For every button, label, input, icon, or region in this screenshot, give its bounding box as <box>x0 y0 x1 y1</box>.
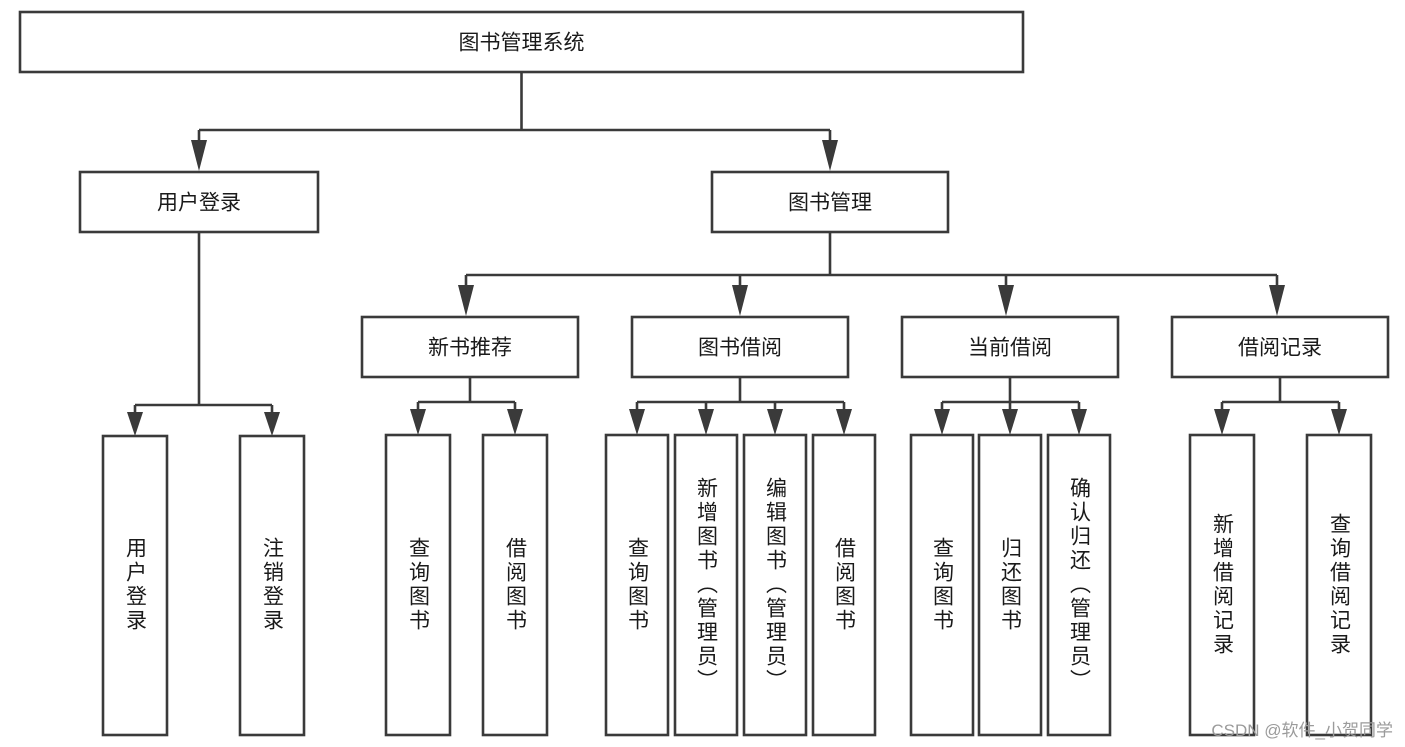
leaf-record-query-box[interactable] <box>1305 433 1373 737</box>
leaf-user-login-signout-box[interactable] <box>238 434 306 737</box>
arrowhead-newbook-leaf2 <box>507 409 523 435</box>
arrowhead-borrow-leaf4 <box>836 409 852 435</box>
leaf-node-newbook-query[interactable]: 查询图书 <box>384 433 452 737</box>
arrowhead-record <box>1269 285 1285 316</box>
node-book-management[interactable]: 图书管理 <box>710 170 950 234</box>
node-book-management-box[interactable] <box>710 170 950 234</box>
arrowhead-book-mgmt <box>822 140 838 171</box>
arrowhead-record-leaf2 <box>1331 409 1347 435</box>
leaf-record-query-label: 查询借阅记录 <box>1328 513 1352 657</box>
leaf-node-record-query[interactable]: 查询借阅记录 <box>1305 433 1373 737</box>
node-current-borrow-box[interactable] <box>900 315 1120 379</box>
leaf-user-login-signout-label: 注销登录 <box>261 537 285 633</box>
arrowhead-borrow <box>732 285 748 316</box>
node-user-login[interactable]: 用户登录 <box>78 170 320 234</box>
arrowhead-record-leaf1 <box>1214 409 1230 435</box>
leaf-current-query-label: 查询图书 <box>931 537 955 633</box>
node-root-label: 图书管理系统 <box>459 32 585 55</box>
leaf-node-borrow-query[interactable]: 查询图书 <box>604 433 670 737</box>
connector-group-borrow-to-leaves <box>629 377 852 435</box>
leaf-current-confirm-return-label: 确认归还（管理员） <box>1068 477 1092 693</box>
connector-group-current-to-leaves <box>934 377 1087 435</box>
leaf-borrow-addbook-box[interactable] <box>673 433 739 737</box>
arrowhead-userlogin-leaf1 <box>127 412 143 436</box>
leaf-borrow-query-box[interactable] <box>604 433 670 737</box>
connector-group-record-to-leaves <box>1214 377 1347 435</box>
arrowhead-current-leaf3 <box>1071 409 1087 435</box>
leaf-user-login-signin-box[interactable] <box>101 434 169 737</box>
node-book-borrow-label: 图书借阅 <box>698 337 782 360</box>
node-user-login-box[interactable] <box>78 170 320 234</box>
connector-group-root-to-level2 <box>191 72 838 171</box>
leaf-newbook-query-label: 查询图书 <box>407 537 431 633</box>
node-current-borrow[interactable]: 当前借阅 <box>900 315 1120 379</box>
connector-group-newbook-to-leaves <box>410 377 523 435</box>
leaf-node-newbook-borrow[interactable]: 借阅图书 <box>481 433 549 737</box>
leaf-borrow-query-label: 查询图书 <box>626 537 650 633</box>
node-new-book-recommendation-box[interactable] <box>360 315 580 379</box>
leaf-newbook-query-box[interactable] <box>384 433 452 737</box>
leaf-borrow-borrowbook-box[interactable] <box>811 433 877 737</box>
leaf-newbook-borrow-box[interactable] <box>481 433 549 737</box>
leaf-borrow-addbook-label: 新增图书（管理员） <box>695 477 719 693</box>
arrowhead-current-leaf2 <box>1002 409 1018 435</box>
node-root-box[interactable] <box>18 10 1025 74</box>
arrowhead-borrow-leaf3 <box>767 409 783 435</box>
leaf-node-borrow-addbook[interactable]: 新增图书（管理员） <box>673 433 739 737</box>
leaf-node-current-query[interactable]: 查询图书 <box>909 433 975 737</box>
node-root-book-management-system[interactable]: 图书管理系统 <box>18 10 1025 74</box>
arrowhead-user-login <box>191 140 207 171</box>
node-borrow-record-box[interactable] <box>1170 315 1390 379</box>
node-new-book-recommendation[interactable]: 新书推荐 <box>360 315 580 379</box>
leaf-borrow-borrowbook-label: 借阅图书 <box>833 537 857 633</box>
leaf-current-query-box[interactable] <box>909 433 975 737</box>
leaf-node-borrow-editbook[interactable]: 编辑图书（管理员） <box>742 433 808 737</box>
arrowhead-newbook-leaf1 <box>410 409 426 435</box>
leaf-current-confirm-return-box[interactable] <box>1046 433 1112 737</box>
arrowhead-borrow-leaf2 <box>698 409 714 435</box>
arrowhead-current-leaf1 <box>934 409 950 435</box>
node-book-borrow-box[interactable] <box>630 315 850 379</box>
leaf-node-user-login-signout[interactable]: 注销登录 <box>238 434 306 737</box>
leaf-node-user-login-signin[interactable]: 用户登录 <box>101 434 169 737</box>
node-book-borrow[interactable]: 图书借阅 <box>630 315 850 379</box>
leaf-current-return-box[interactable] <box>977 433 1043 737</box>
arrowhead-current <box>998 285 1014 316</box>
watermark-text: CSDN @软件_小贺同学 <box>1211 721 1393 740</box>
leaf-current-return-label: 归还图书 <box>999 537 1023 633</box>
leaf-node-record-add[interactable]: 新增借阅记录 <box>1188 433 1256 737</box>
leaf-node-borrow-borrowbook[interactable]: 借阅图书 <box>811 433 877 737</box>
arrowhead-userlogin-leaf2 <box>264 412 280 436</box>
connector-group-userlogin-to-leaves <box>127 232 280 436</box>
leaf-node-current-return[interactable]: 归还图书 <box>977 433 1043 737</box>
node-current-borrow-label: 当前借阅 <box>968 337 1052 360</box>
arrowhead-newbook <box>458 285 474 316</box>
leaf-node-current-confirm-return[interactable]: 确认归还（管理员） <box>1046 433 1112 737</box>
leaf-borrow-editbook-label: 编辑图书（管理员） <box>764 477 788 693</box>
leaf-user-login-signin-label: 用户登录 <box>124 537 148 633</box>
leaf-record-add-label: 新增借阅记录 <box>1211 513 1235 657</box>
leaf-borrow-editbook-box[interactable] <box>742 433 808 737</box>
node-borrow-record-label: 借阅记录 <box>1238 337 1322 360</box>
arrowhead-borrow-leaf1 <box>629 409 645 435</box>
node-borrow-record[interactable]: 借阅记录 <box>1170 315 1390 379</box>
node-user-login-label: 用户登录 <box>157 192 241 215</box>
node-book-management-label: 图书管理 <box>788 192 872 215</box>
node-new-book-recommendation-label: 新书推荐 <box>428 337 512 360</box>
leaf-record-add-box[interactable] <box>1188 433 1256 737</box>
connector-group-bookmgmt-to-level3 <box>458 232 1285 316</box>
leaf-newbook-borrow-label: 借阅图书 <box>504 537 528 633</box>
